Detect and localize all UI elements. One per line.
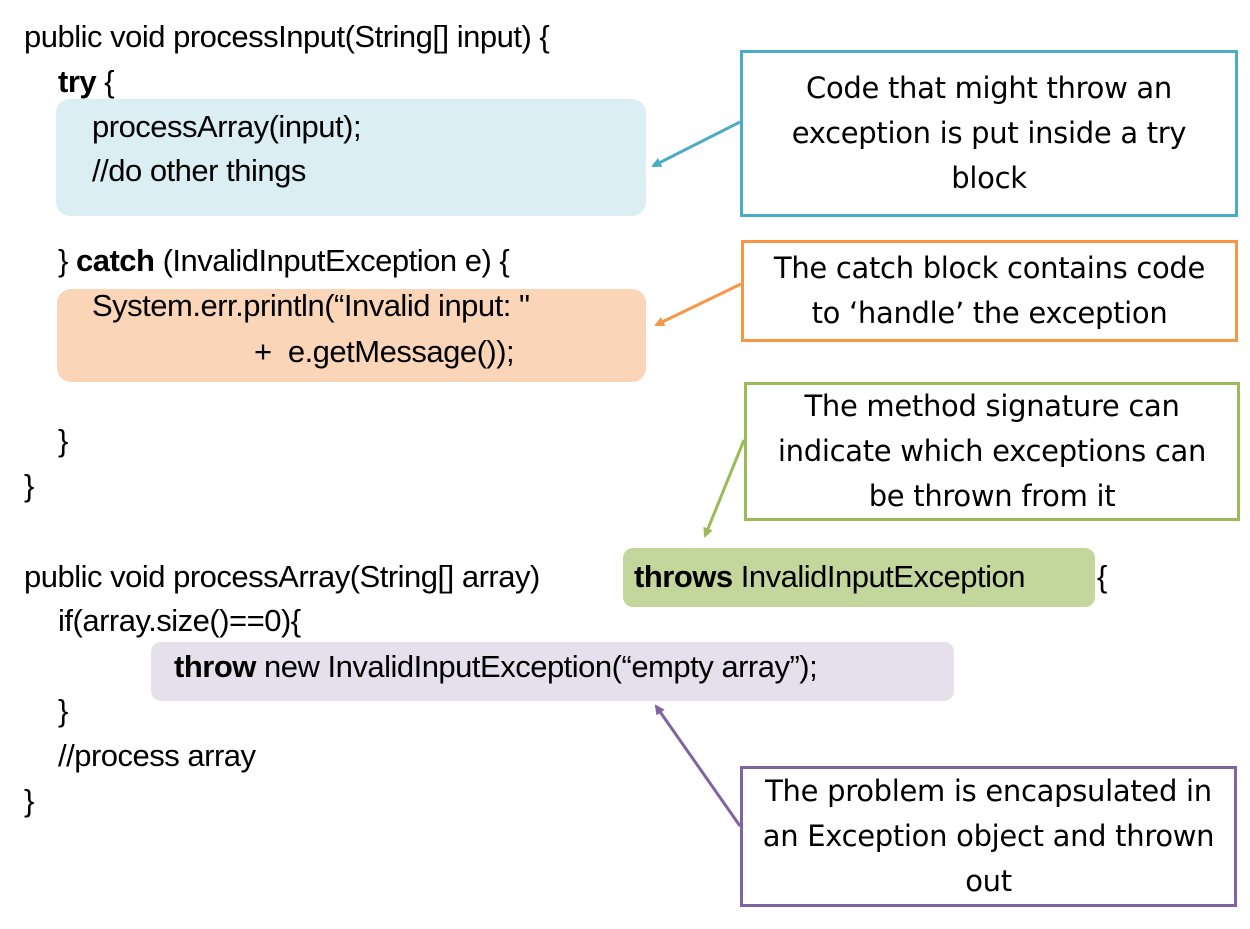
code-line-get-message: + e.getMessage()); [254,334,515,369]
code-line-throw: throw new InvalidInputException(“empty a… [174,649,818,685]
catch-keyword: catch [75,243,155,278]
code-line-throws-clause: throws InvalidInputException [634,559,1025,595]
throw-statement-highlight [151,642,954,701]
code-line-comment-other-things: //do other things [92,153,306,188]
callout-throw-text: The problem is encapsulated in an Except… [762,774,1215,898]
code-line-close-if: } [58,693,68,728]
code-line-method-signature-process-input: public void processInput(String[] input)… [24,19,550,54]
try-keyword: try [58,64,97,99]
code-fragment: new InvalidInputException(“empty array”)… [255,649,818,684]
code-fragment: (InvalidInputException e) { [154,243,510,278]
catch-block-highlight [57,289,646,382]
callout-try-text: Code that might throw an exception is pu… [791,71,1187,195]
callout-signature-text: The method signature can indicate which … [777,389,1207,513]
callout-catch-text: The catch block contains code to ‘handle… [773,251,1206,330]
callout-method-signature: The method signature can indicate which … [744,382,1240,521]
code-line-comment-process-array: //process array [58,738,256,773]
code-fragment: InvalidInputException [732,559,1026,594]
arrow-catch [654,282,742,327]
try-block-highlight [56,99,646,216]
arrow-throw [654,704,742,827]
code-fragment: } [58,243,76,278]
code-line-close-catch: } [58,423,68,458]
code-line-close-method-2: } [24,783,34,818]
throw-keyword: throw [174,649,256,684]
callout-throw: The problem is encapsulated in an Except… [740,766,1237,907]
code-line-if: if(array.size()==0){ [58,603,301,638]
arrow-try [651,120,741,168]
code-line-method-signature-process-array: public void processArray(String[] array) [24,559,540,594]
code-line-try: try { [58,64,115,100]
code-line-close-method: } [24,468,34,503]
code-line-catch: } catch (InvalidInputException e) { [58,243,510,279]
throws-keyword: throws [634,559,733,594]
throws-clause-highlight [623,548,1095,607]
code-line-println: System.err.println(“Invalid input: " [92,288,530,323]
code-line-process-array-call: processArray(input); [92,109,362,144]
code-fragment: { [96,64,115,99]
callout-try-block: Code that might throw an exception is pu… [740,50,1238,217]
code-line-open-brace: { [1097,559,1107,594]
callout-catch-block: The catch block contains code to ‘handle… [741,240,1238,342]
arrow-signature [703,439,746,538]
